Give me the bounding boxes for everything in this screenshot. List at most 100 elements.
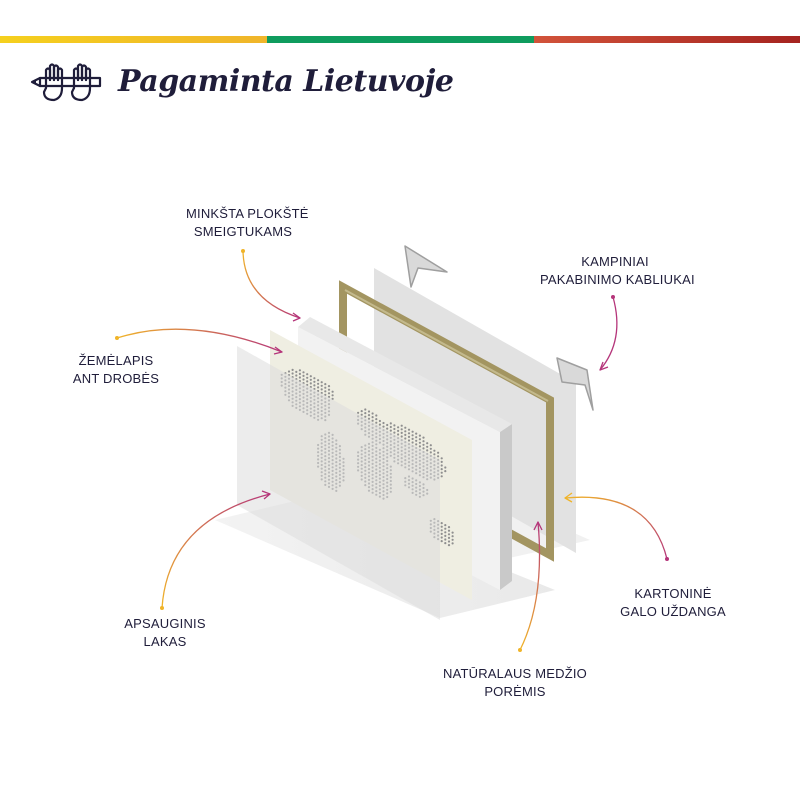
map-dot <box>386 427 389 430</box>
map-dot <box>389 429 392 432</box>
map-dot <box>313 377 316 380</box>
map-dot <box>426 442 429 445</box>
map-dot <box>415 432 418 435</box>
map-dot <box>404 426 407 429</box>
map-dot <box>444 542 447 545</box>
map-dot <box>324 390 327 393</box>
map-dot <box>302 378 305 381</box>
map-dot <box>397 429 400 432</box>
map-dot <box>426 445 429 448</box>
callout-dot-map-canvas <box>115 336 119 340</box>
map-dot <box>407 428 411 431</box>
map-dot <box>422 440 425 443</box>
map-dot <box>411 434 414 437</box>
label-corner-hooks-line2: PAKABINIMO KABLIUKAI <box>540 272 695 287</box>
map-dot <box>364 412 367 415</box>
map-dot <box>331 394 334 397</box>
map-dot <box>429 451 432 454</box>
map-dot <box>444 470 447 473</box>
stripe-yellow <box>0 36 267 43</box>
map-dot <box>306 376 309 379</box>
callout-wood-frame <box>519 521 541 651</box>
map-dot <box>418 438 421 441</box>
map-dot <box>440 532 443 536</box>
callout-dot-protective-sheet <box>160 606 164 610</box>
map-dot <box>404 433 407 436</box>
map-dot <box>393 427 396 431</box>
callout-protective-sheet <box>161 493 271 609</box>
label-protective-sheet-line2: LAKAS <box>143 634 187 649</box>
map-dot <box>367 417 371 420</box>
map-dot <box>386 423 389 427</box>
map-dot <box>440 471 443 474</box>
map-dot <box>429 447 432 450</box>
map-dot <box>415 439 418 442</box>
label-corner-hooks: KAMPINIAI PAKABINIMO KABLIUKAI <box>540 253 695 289</box>
map-dot <box>400 431 403 434</box>
map-dot <box>324 383 327 386</box>
label-back-cover-line2: GALO UŽDANGA <box>620 604 726 619</box>
map-dot <box>382 425 385 428</box>
map-dot <box>295 370 298 373</box>
map-dot <box>400 428 403 431</box>
brand-title: Pagaminta Lietuvoje <box>118 63 454 99</box>
protective-sheet <box>237 346 440 620</box>
map-dot <box>309 375 312 378</box>
callout-dot-hooks <box>611 295 615 299</box>
label-wood-frame-line2: PORĖMIS <box>484 684 546 699</box>
map-dot <box>331 390 334 393</box>
label-protective-sheet-line1: APSAUGINIS <box>124 616 206 631</box>
map-dot <box>371 412 374 415</box>
map-dot <box>317 382 320 385</box>
label-soft-board: MINKŠTA PLOKŠTĖ SMEIGTUKAMS <box>186 205 308 241</box>
map-dot <box>364 408 367 411</box>
map-dot <box>291 368 294 371</box>
map-dot <box>320 381 323 384</box>
map-dot <box>440 540 443 543</box>
map-dot <box>393 424 396 427</box>
map-dot <box>440 529 443 532</box>
corner-hook-top <box>404 245 448 288</box>
map-dot <box>375 418 378 421</box>
map-dot <box>444 466 447 469</box>
arrowhead-soft-board <box>292 312 301 322</box>
arrowhead-wood-frame <box>533 521 543 531</box>
map-dot <box>433 449 436 452</box>
stripe-red <box>534 36 800 43</box>
map-dot <box>360 410 363 413</box>
map-dot <box>418 441 421 444</box>
map-dot <box>426 449 429 452</box>
map-dot <box>375 414 378 417</box>
map-dot <box>437 455 440 458</box>
map-dot <box>429 444 432 447</box>
map-dot <box>367 414 371 417</box>
map-dot <box>357 411 360 414</box>
map-dot <box>440 525 443 528</box>
map-dot <box>451 535 454 538</box>
callout-dot-back-cover <box>665 557 669 561</box>
map-dot <box>397 426 400 429</box>
label-soft-board-line2: SMEIGTUKAMS <box>193 224 293 239</box>
callout-back-cover <box>564 496 668 560</box>
map-dot <box>437 451 440 454</box>
arrowhead-protective-sheet <box>261 490 271 500</box>
map-dot <box>422 447 425 450</box>
map-dot <box>433 453 436 456</box>
tricolor-stripe <box>0 36 800 43</box>
map-dot <box>320 388 323 391</box>
map-dot <box>375 421 378 424</box>
map-dot <box>440 464 443 467</box>
map-dot <box>371 419 374 422</box>
map-dot <box>306 380 309 383</box>
map-dot <box>440 457 443 460</box>
map-dot <box>444 524 447 527</box>
map-dot <box>447 533 451 536</box>
map-dot <box>306 373 309 376</box>
map-dot <box>317 379 320 382</box>
map-dot <box>444 534 447 538</box>
map-dot <box>418 445 421 448</box>
map-dot <box>287 370 291 373</box>
map-dot <box>447 526 451 529</box>
map-dot <box>371 416 374 419</box>
